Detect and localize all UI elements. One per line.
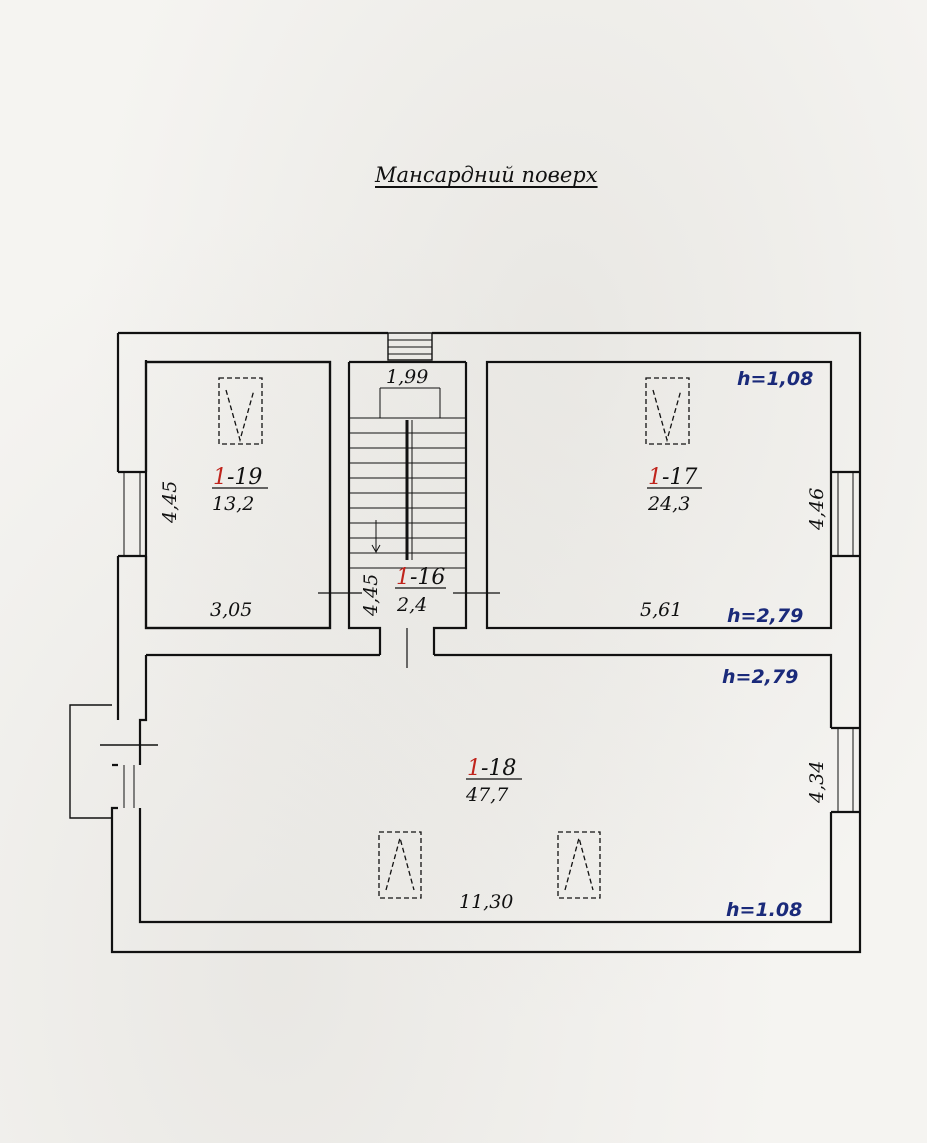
outer-wall-outer bbox=[110, 331, 862, 954]
room-1-17-outline bbox=[485, 360, 833, 630]
room-1-16-label: 1-16 bbox=[396, 565, 445, 590]
balcony bbox=[69, 704, 112, 819]
room-1-18-width: 11,30 bbox=[459, 891, 513, 913]
room-1-18-area: 47,7 bbox=[465, 784, 509, 806]
plan-title: Мансардний поверх bbox=[375, 163, 598, 187]
room-1-18-height: 4,34 bbox=[806, 761, 828, 804]
room-1-17-label: 1-17 bbox=[648, 465, 697, 490]
room-1-17-height: 4,46 bbox=[806, 488, 828, 531]
room-1-18-outline bbox=[138, 653, 833, 924]
room-1-19-outline bbox=[144, 360, 332, 630]
skylights bbox=[218, 377, 690, 899]
room-1-16-height: 4,45 bbox=[360, 574, 382, 617]
room-1-17-width: 5,61 bbox=[640, 599, 682, 621]
room-1-16-outline bbox=[347, 362, 468, 655]
ceiling-height-1-17-bottom: h=2,79 bbox=[727, 605, 803, 627]
ceiling-height-1-17-top: h=1,08 bbox=[737, 368, 813, 390]
room-1-19-width: 3,05 bbox=[210, 599, 252, 621]
room-1-18-label: 1-18 bbox=[467, 756, 516, 781]
stair-width: 1,99 bbox=[386, 366, 428, 388]
room-1-19-label: 1-19 bbox=[213, 465, 262, 490]
room-1-16-area: 2,4 bbox=[396, 594, 427, 616]
ceiling-height-1-18-bottom: h=1.08 bbox=[726, 899, 802, 921]
room-1-19-area: 13,2 bbox=[212, 493, 254, 515]
stair-treads bbox=[349, 387, 466, 569]
room-1-19-height: 4,45 bbox=[159, 481, 181, 524]
room-1-17-area: 24,3 bbox=[647, 493, 690, 515]
ceiling-height-1-18-top: h=2,79 bbox=[722, 666, 798, 688]
